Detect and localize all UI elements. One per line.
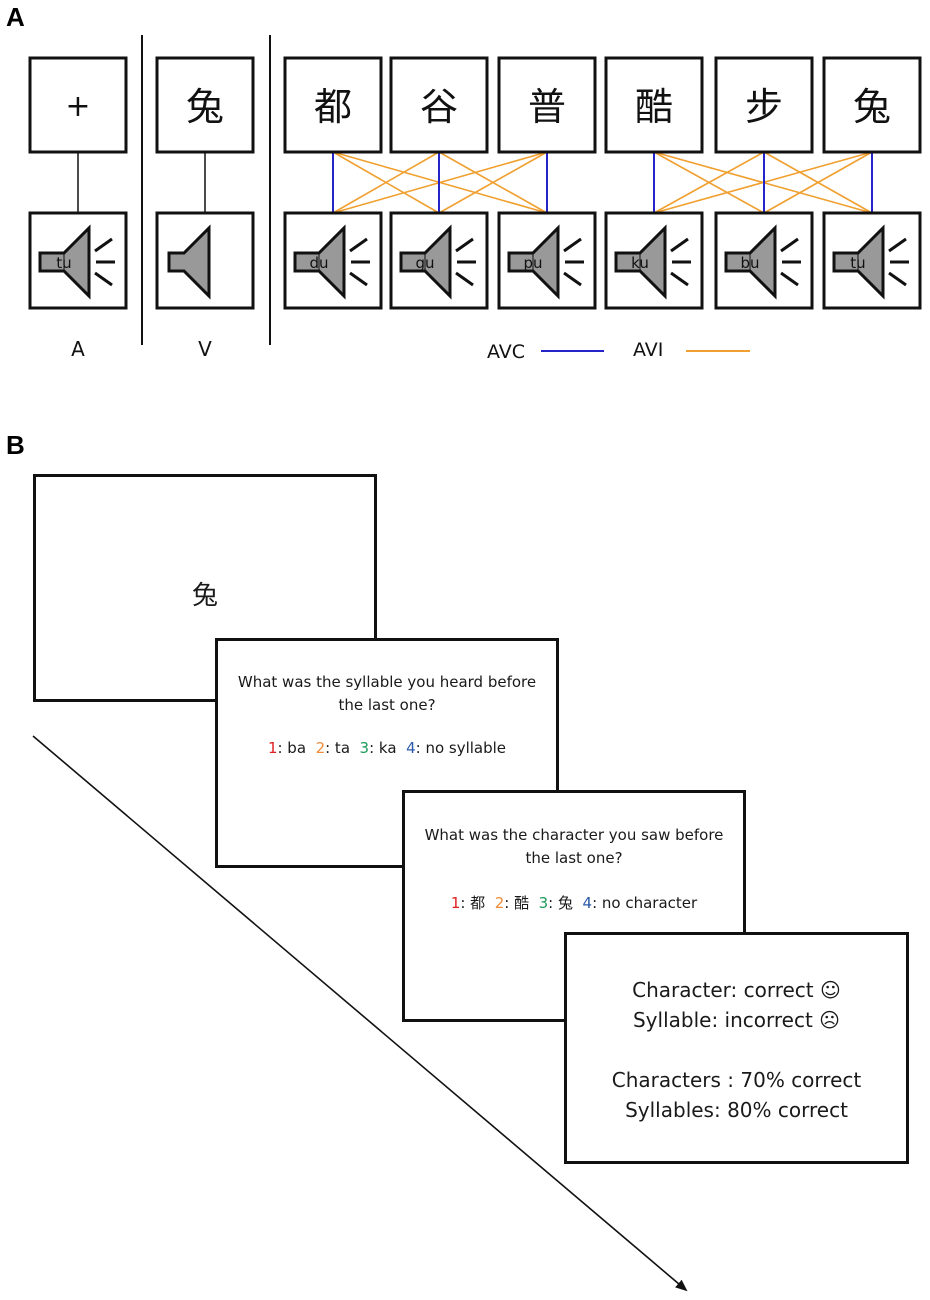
av-pair: 酷 ku	[604, 56, 704, 310]
av-speaker-syllable: gu	[415, 254, 434, 272]
av-speaker-syllable: du	[309, 254, 328, 272]
v-character: 兔	[186, 85, 224, 129]
speaker-v-speaker-icon	[167, 224, 211, 300]
av-connection-lines	[332, 151, 873, 214]
syllable-option-number: 2	[315, 739, 326, 757]
syllable-option-number: 4	[406, 739, 416, 757]
character-box-v	[155, 56, 255, 154]
syllable-option-text: : ta	[325, 739, 360, 757]
av-character: 都	[314, 85, 352, 129]
av-speaker-syllable: tu	[850, 254, 865, 272]
character-option-number: 2	[494, 894, 505, 912]
speaker-box-v	[155, 211, 255, 310]
syllable-option-number: 3	[359, 739, 370, 757]
character-option-text: : 兔	[548, 894, 583, 912]
av-character-box	[283, 56, 383, 154]
character-option-text: : 都	[460, 894, 495, 912]
av-pair: 谷 gu	[389, 56, 489, 310]
panel-a-label: A	[6, 2, 25, 32]
syllable-options: 1: ba 2: ta 3: ka 4: no syllable	[218, 739, 556, 757]
syllable-question-line1: What was the syllable you heard before	[237, 673, 537, 691]
av-pair: 兔 tu	[822, 56, 922, 310]
av-speaker-wave-top	[349, 237, 368, 253]
avi-line	[763, 151, 873, 214]
avi-line	[653, 151, 765, 214]
av-speaker-wave-bottom	[455, 271, 474, 287]
av-pair: 普 pu	[497, 56, 597, 310]
syllable-option-text: : ba	[277, 739, 316, 757]
fixation-cross: +	[65, 89, 90, 124]
panel-a-diagram: + tu A 兔 V 都 du 谷 gu 普 pu 酷 ku 步 bu 兔 tu AVC AVI	[28, 35, 922, 363]
syllable-option-text: : ka	[369, 739, 407, 757]
av-character: 谷	[420, 85, 458, 129]
av-pair: 步 bu	[714, 56, 814, 310]
syllable-option-text: : no syllable	[415, 739, 507, 757]
speaker-a-syllable: tu	[56, 254, 71, 272]
character-option-number: 4	[582, 894, 593, 912]
av-character: 酷	[635, 85, 673, 129]
character-question-line2: the last one?	[525, 849, 623, 867]
av-speaker-wave-top	[780, 237, 799, 253]
av-pairs: 都 du 谷 gu 普 pu 酷 ku 步 bu 兔 tu	[283, 56, 922, 310]
av-speaker-wave-bottom	[888, 271, 907, 287]
feedback-syllable: Syllable: incorrect ☹	[632, 1008, 841, 1032]
av-speaker-wave-bottom	[670, 271, 689, 287]
character-option-text: : 酷	[504, 894, 539, 912]
legend-avc-label: AVC	[487, 341, 525, 363]
av-speaker-wave-top	[888, 237, 907, 253]
avi-line	[438, 151, 548, 214]
feedback-character: Character: correct ☺	[632, 978, 841, 1002]
feedback-syllables-score: Syllables: 80% correct	[625, 1098, 848, 1122]
av-speaker-wave-bottom	[563, 271, 582, 287]
character-question-line1: What was the character you saw before	[424, 826, 724, 844]
av-pair: 都 du	[283, 56, 383, 310]
character-option-text: : no character	[592, 894, 698, 912]
fixation-box	[28, 56, 128, 154]
av-character: 普	[528, 85, 566, 129]
av-speaker-wave-top	[670, 237, 689, 253]
speaker-a-wave-bottom	[94, 271, 113, 287]
panel-b-label: B	[6, 430, 25, 460]
av-character-box	[389, 56, 489, 154]
av-speaker-wave-top	[455, 237, 474, 253]
av-speaker-syllable: bu	[740, 254, 759, 272]
legend-avi-label: AVI	[633, 339, 663, 361]
av-character-box	[497, 56, 597, 154]
stimulus-character: 兔	[191, 581, 218, 611]
syllable-question-line2: the last one?	[338, 696, 436, 714]
av-speaker-wave-top	[563, 237, 582, 253]
speaker-a-wave-top	[94, 237, 113, 253]
av-character-box	[604, 56, 704, 154]
av-character-box	[714, 56, 814, 154]
av-character-box	[822, 56, 922, 154]
av-speaker-wave-bottom	[349, 271, 368, 287]
av-character: 兔	[853, 85, 891, 129]
av-character: 步	[745, 85, 783, 129]
av-speaker-syllable: ku	[631, 254, 649, 272]
condition-label-v: V	[198, 337, 212, 361]
av-speaker-syllable: pu	[523, 254, 542, 272]
avi-line	[332, 151, 440, 214]
character-options: 1: 都 2: 酷 3: 兔 4: no character	[405, 892, 743, 913]
av-speaker-wave-bottom	[780, 271, 799, 287]
character-option-number: 1	[450, 894, 461, 912]
condition-label-a: A	[71, 337, 85, 361]
speaker-box-a: tu	[28, 211, 128, 310]
character-option-number: 3	[538, 894, 549, 912]
screen-feedback: Character: correct ☺ Syllable: incorrect…	[564, 932, 909, 1164]
feedback-characters-score: Characters : 70% correct	[611, 1068, 862, 1092]
